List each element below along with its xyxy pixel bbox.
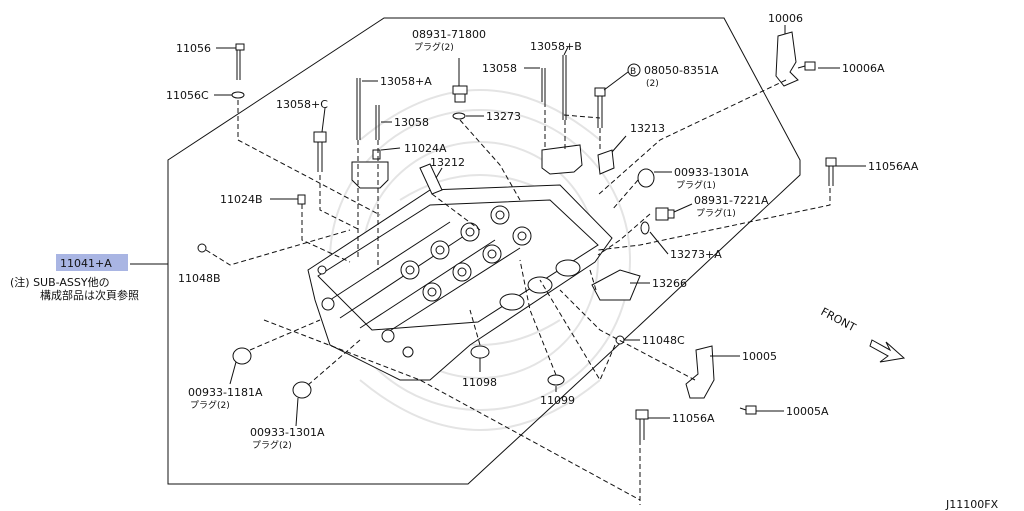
- plug-08931-71800[interactable]: [452, 85, 468, 103]
- label-00933-1301a-bottom: 00933-1301A: [250, 426, 325, 439]
- svg-text:FRONT: FRONT: [819, 305, 859, 334]
- bracket-10006[interactable]: [775, 31, 799, 87]
- label-11041a[interactable]: 11041+A: [60, 257, 112, 270]
- label-08050-8351a-sub: (2): [646, 79, 659, 89]
- plug-08931-7221a[interactable]: [655, 207, 675, 221]
- dowel-11024a[interactable]: [372, 149, 381, 160]
- label-00933-1181a: 00933-1181A: [188, 386, 263, 399]
- diagram-code: J11100FX: [945, 498, 999, 511]
- side-holes: [317, 265, 414, 358]
- label-11056c: 11056C: [166, 89, 209, 102]
- cam-bracket-right[interactable]: [541, 144, 583, 175]
- label-11048c: 11048C: [642, 334, 685, 347]
- label-11098: 11098: [462, 376, 497, 389]
- label-08050-8351a: 08050-8351A: [644, 64, 719, 77]
- label-11056: 11056: [176, 42, 211, 55]
- seal-11099[interactable]: [547, 374, 565, 386]
- label-10006: 10006: [768, 12, 803, 25]
- highlight-11041a: [56, 254, 128, 271]
- label-11099: 11099: [540, 394, 575, 407]
- bracket-10005[interactable]: [685, 345, 715, 399]
- bolt-10005a[interactable]: [739, 405, 757, 415]
- watermark: [329, 89, 631, 431]
- label-13058c: 13058+C: [276, 98, 328, 111]
- assembly-frame: [167, 17, 801, 485]
- label-13058b: 13058+B: [530, 40, 582, 53]
- label-10005a: 10005A: [786, 405, 829, 418]
- dowel-11024b[interactable]: [297, 194, 306, 205]
- plate-13266[interactable]: [591, 269, 641, 301]
- svg-text:B: B: [630, 67, 636, 77]
- seal-11098[interactable]: [470, 345, 490, 359]
- cam-bracket-left[interactable]: [351, 161, 389, 189]
- plug-00933-1181a[interactable]: [232, 347, 252, 365]
- assembly-guide-lines: [205, 79, 831, 505]
- stud-13058-left[interactable]: [375, 105, 380, 140]
- label-08931-71800: 08931-71800: [412, 28, 486, 41]
- bolt-11056a[interactable]: [635, 409, 649, 440]
- label-11024b: 11024B: [220, 193, 263, 206]
- label-00933-1301a-bottom-sub: プラグ(2): [252, 439, 292, 451]
- label-13212: 13212: [430, 156, 465, 169]
- label-11048b: 11048B: [178, 272, 221, 285]
- sleeve-13213[interactable]: [597, 149, 615, 175]
- plug-00933-1301a-top[interactable]: [637, 168, 655, 188]
- label-13058-left: 13058: [394, 116, 429, 129]
- label-00933-1301a-top: 00933-1301A: [674, 166, 749, 179]
- label-13266: 13266: [652, 277, 687, 290]
- label-13058a: 13058+A: [380, 75, 432, 88]
- leader-lines: [130, 25, 866, 427]
- label-08931-71800-sub: プラグ(2): [414, 41, 454, 53]
- stud-13058b[interactable]: [562, 55, 567, 120]
- bolt-11056[interactable]: [235, 43, 245, 80]
- tube-13212[interactable]: [419, 163, 443, 195]
- label-13213: 13213: [630, 122, 665, 135]
- label-10006a: 10006A: [842, 62, 885, 75]
- label-13058-right: 13058: [482, 62, 517, 75]
- label-13273a: 13273+A: [670, 248, 722, 261]
- circle-b-marker: B: [627, 63, 641, 77]
- bolt-10006a[interactable]: [797, 61, 816, 71]
- front-indicator: FRONT: [819, 305, 906, 363]
- stud-13058-right[interactable]: [541, 68, 546, 102]
- washer-11056c[interactable]: [231, 91, 245, 99]
- washer-13273a[interactable]: [640, 221, 650, 235]
- label-13273: 13273: [486, 110, 521, 123]
- bolt-11056aa[interactable]: [825, 157, 837, 186]
- ring-11048b[interactable]: [197, 243, 207, 253]
- label-10005: 10005: [742, 350, 777, 363]
- washer-13273[interactable]: [452, 112, 466, 120]
- front-arrow-icon: [869, 339, 906, 363]
- label-11056a: 11056A: [672, 412, 715, 425]
- camshaft-bores: [400, 205, 532, 302]
- label-11056aa: 11056AA: [868, 160, 919, 173]
- cylinder-head[interactable]: [307, 184, 613, 381]
- plug-00933-1301a-bottom[interactable]: [292, 381, 312, 399]
- bolt-08050-8351a[interactable]: [594, 87, 606, 128]
- bolt-13058c[interactable]: [313, 131, 327, 172]
- exhaust-ports: [499, 259, 581, 311]
- stud-13058a[interactable]: [356, 78, 361, 140]
- label-08931-7221a-sub: プラグ(1): [696, 207, 736, 219]
- label-00933-1301a-top-sub: プラグ(1): [676, 179, 716, 191]
- label-11024a: 11024A: [404, 142, 447, 155]
- note-line-2: 構成部品は次頁参照: [40, 288, 139, 302]
- label-00933-1181a-sub: プラグ(2): [190, 399, 230, 411]
- label-08931-7221a: 08931-7221A: [694, 194, 769, 207]
- note-line-1: (注) SUB-ASSY他の: [10, 275, 110, 289]
